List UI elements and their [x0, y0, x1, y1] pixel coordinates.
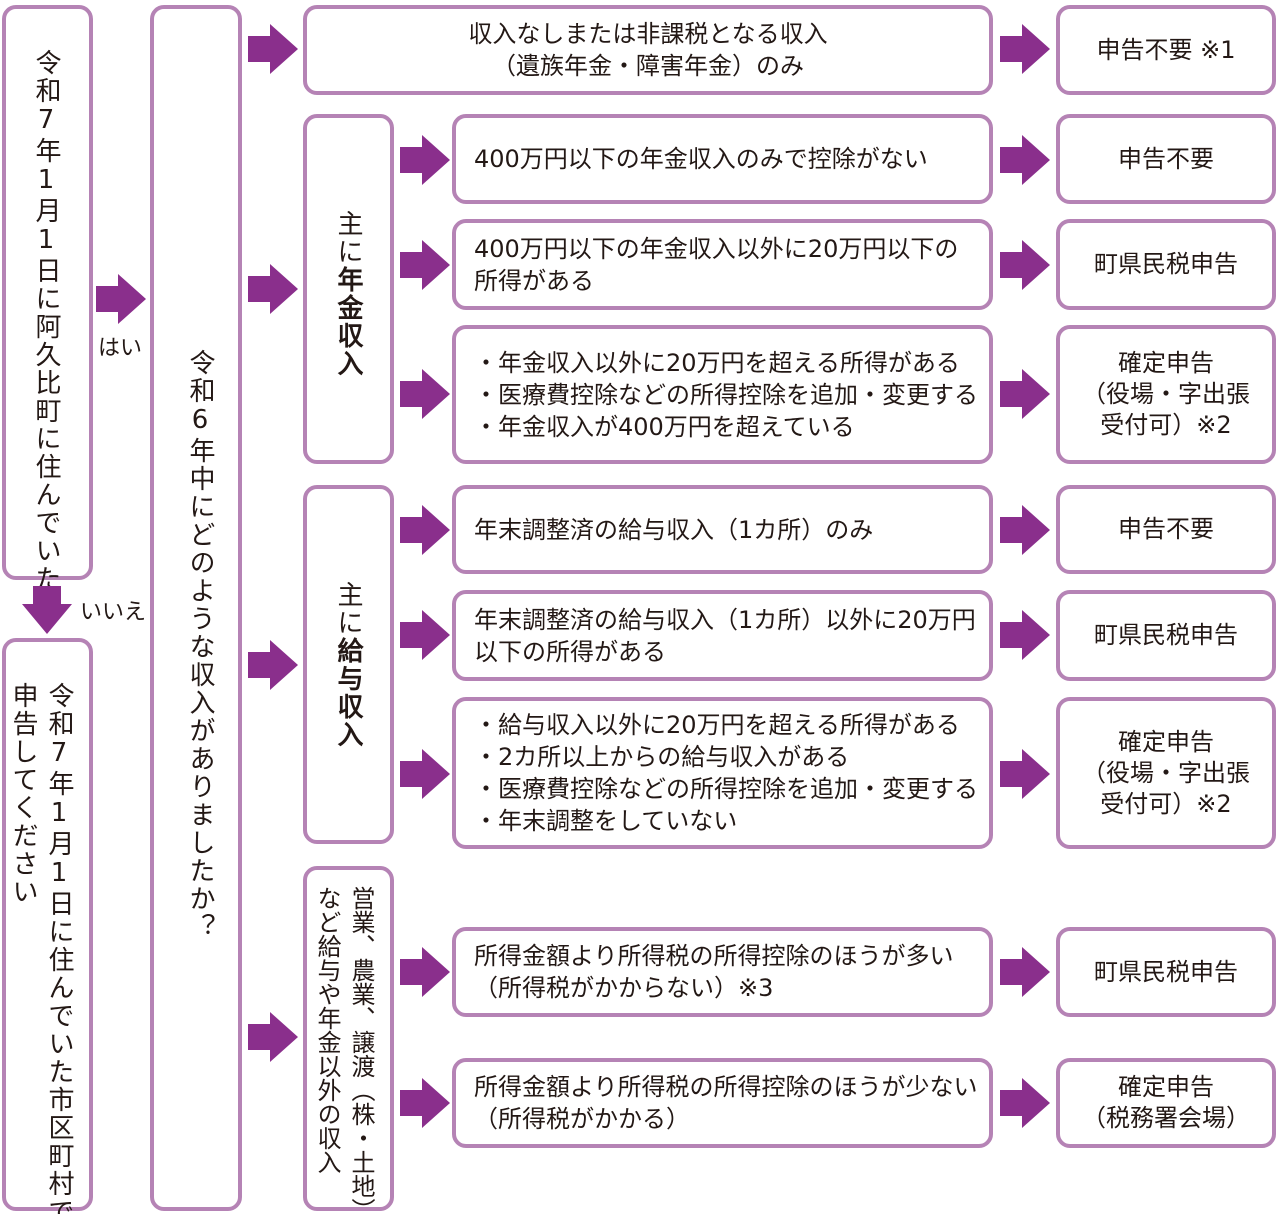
arrow-to-no-income [248, 24, 298, 74]
pension-c3-line3: ・年金収入が400万円を超えている [474, 412, 855, 441]
arrow-pension-c3 [400, 369, 450, 419]
pension-c3-line2: ・医療費控除などの所得控除を追加・変更する [474, 380, 978, 409]
salary-c1-line1: 年末調整済の給与収入（1カ所）のみ [474, 515, 874, 544]
arrow-other-c2 [400, 1078, 450, 1128]
salary-category-label: 主に給与収入 [330, 581, 366, 749]
moved-municipality-text-2: 申告してください [8, 682, 38, 906]
other-income-label-2: など給与や年金以外の収入 [313, 886, 341, 1174]
pension-condition-1: 400万円以下の年金収入のみで控除がない [452, 114, 993, 204]
pension-r3-line2: （役場・字出張 [1082, 380, 1250, 408]
salary-condition-1: 年末調整済の給与収入（1カ所）のみ [452, 485, 993, 574]
salary-label-bold: 給与収入 [333, 637, 363, 749]
arrow-salary-r1 [1000, 505, 1050, 555]
yes-label: はい [98, 336, 143, 361]
pension-r3-line3: 受付可）※2 [1100, 411, 1232, 439]
arrow-pension-c1 [400, 135, 450, 185]
pension-c1-line1: 400万円以下の年金収入のみで控除がない [474, 145, 928, 173]
no-label: いいえ [80, 600, 147, 625]
salary-c3-line2: ・2カ所以上からの給与収入がある [474, 743, 850, 771]
pension-label-pre: 主に [333, 210, 363, 266]
arrow-other-r2 [1000, 1078, 1050, 1128]
arrow-pension-r1 [1000, 135, 1050, 185]
salary-category-box: 主に給与収入 [303, 485, 394, 844]
arrow-salary-c2 [400, 610, 450, 660]
arrow-pension-r3 [1000, 369, 1050, 419]
no-income-line1: 収入なしまたは非課税となる収入 [468, 20, 828, 48]
other-c1-line1: 所得金額より所得税の所得控除のほうが多い [474, 942, 954, 970]
pension-result-3: 確定申告 （役場・字出張 受付可）※2 [1056, 325, 1276, 464]
pension-condition-2: 400万円以下の年金収入以外に20万円以下の 所得がある [452, 219, 993, 310]
salary-c3-line3: ・医療費控除などの所得控除を追加・変更する [474, 775, 978, 803]
income-question-text: 令和6年中にどのような収入がありましたか？ [185, 349, 215, 941]
pension-category-box: 主に年金収入 [303, 114, 394, 464]
no-income-line2: （遺族年金・障害年金）のみ [492, 52, 804, 80]
salary-condition-2: 年末調整済の給与収入（1カ所）以外に20万円 以下の所得がある [452, 590, 993, 681]
pension-r2-text: 町県民税申告 [1094, 250, 1238, 278]
salary-result-3: 確定申告 （役場・字出張 受付可）※2 [1056, 697, 1276, 849]
other-c2-line2: （所得税がかかる） [474, 1105, 690, 1133]
pension-label-bold: 年金収入 [333, 266, 363, 378]
other-result-1: 町県民税申告 [1056, 927, 1276, 1017]
salary-label-pre: 主に [333, 581, 363, 637]
salary-r3-line2: （役場・字出張 [1082, 758, 1250, 787]
salary-c3-line4: ・年末調整をしていない [474, 807, 738, 835]
start-question-box: 令和7年1月1日に阿久比町に住んでいた [2, 5, 93, 593]
arrow-pension-c2 [400, 240, 450, 290]
arrow-other-r1 [1000, 947, 1050, 997]
salary-condition-3: ・給与収入以外に20万円を超える所得がある ・2カ所以上からの給与収入がある ・… [452, 697, 993, 849]
other-r2-line1: 確定申告 [1118, 1073, 1214, 1101]
pension-c2-line2: 所得がある [474, 266, 594, 295]
other-c2-line1: 所得金額より所得税の所得控除のほうが少ない [474, 1073, 978, 1101]
other-income-category-box: 営業、農業、譲渡（株・土地） など給与や年金以外の収入 [303, 866, 394, 1214]
salary-c2-line2: 以下の所得がある [474, 637, 666, 666]
salary-r1-text: 申告不要 [1118, 515, 1214, 543]
pension-c2-line1: 400万円以下の年金収入以外に20万円以下の [474, 234, 959, 263]
salary-r3-line1: 確定申告 [1118, 727, 1214, 756]
other-income-label-1: 営業、農業、譲渡（株・土地） [347, 886, 375, 1214]
salary-c2-line1: 年末調整済の給与収入（1カ所）以外に20万円 [474, 605, 976, 634]
pension-r1-text: 申告不要 [1118, 144, 1214, 173]
arrow-pension-r2 [1000, 240, 1050, 290]
arrow-to-salary [248, 640, 298, 690]
other-condition-1: 所得金額より所得税の所得控除のほうが多い （所得税がかからない）※3 [452, 927, 993, 1017]
arrow-no-income-result [1000, 24, 1050, 74]
pension-condition-3: ・年金収入以外に20万円を超える所得がある ・医療費控除などの所得控除を追加・変… [452, 325, 993, 464]
no-income-result-text: 申告不要 ※1 [1096, 35, 1236, 64]
moved-municipality-text: 令和7年1月1日に住んでいた市区町村で [44, 682, 74, 1214]
other-c1-line2: （所得税がかからない）※3 [474, 974, 774, 1002]
salary-result-2: 町県民税申告 [1056, 590, 1276, 681]
right-arrow-yes [96, 274, 146, 324]
salary-result-1: 申告不要 [1056, 485, 1276, 574]
other-r2-line2: （税務署会場） [1082, 1104, 1250, 1132]
arrow-to-pension [248, 264, 298, 314]
no-income-box: 収入なしまたは非課税となる収入 （遺族年金・障害年金）のみ [303, 5, 993, 95]
other-r1-text: 町県民税申告 [1094, 957, 1238, 986]
arrow-to-other-income [248, 1012, 298, 1062]
pension-r3-line1: 確定申告 [1118, 349, 1214, 377]
start-question-text: 令和7年1月1日に阿久比町に住んでいた [31, 49, 61, 593]
pension-c3-line1: ・年金収入以外に20万円を超える所得がある [474, 348, 960, 377]
other-result-2: 確定申告 （税務署会場） [1056, 1058, 1276, 1148]
salary-r3-line3: 受付可）※2 [1100, 789, 1232, 818]
salary-r2-text: 町県民税申告 [1094, 621, 1238, 649]
arrow-other-c1 [400, 947, 450, 997]
pension-category-label: 主に年金収入 [330, 210, 366, 378]
arrow-salary-c1 [400, 505, 450, 555]
no-income-result: 申告不要 ※1 [1056, 5, 1276, 95]
other-condition-2: 所得金額より所得税の所得控除のほうが少ない （所得税がかかる） [452, 1058, 993, 1148]
down-arrow-no [22, 586, 72, 636]
income-question-box: 令和6年中にどのような収入がありましたか？ [150, 5, 242, 1211]
moved-municipality-box: 令和7年1月1日に住んでいた市区町村で 申告してください [2, 638, 93, 1214]
arrow-salary-c3 [400, 749, 450, 799]
salary-c3-line1: ・給与収入以外に20万円を超える所得がある [474, 711, 960, 739]
arrow-salary-r2 [1000, 610, 1050, 660]
pension-result-2: 町県民税申告 [1056, 219, 1276, 310]
arrow-salary-r3 [1000, 749, 1050, 799]
pension-result-1: 申告不要 [1056, 114, 1276, 204]
